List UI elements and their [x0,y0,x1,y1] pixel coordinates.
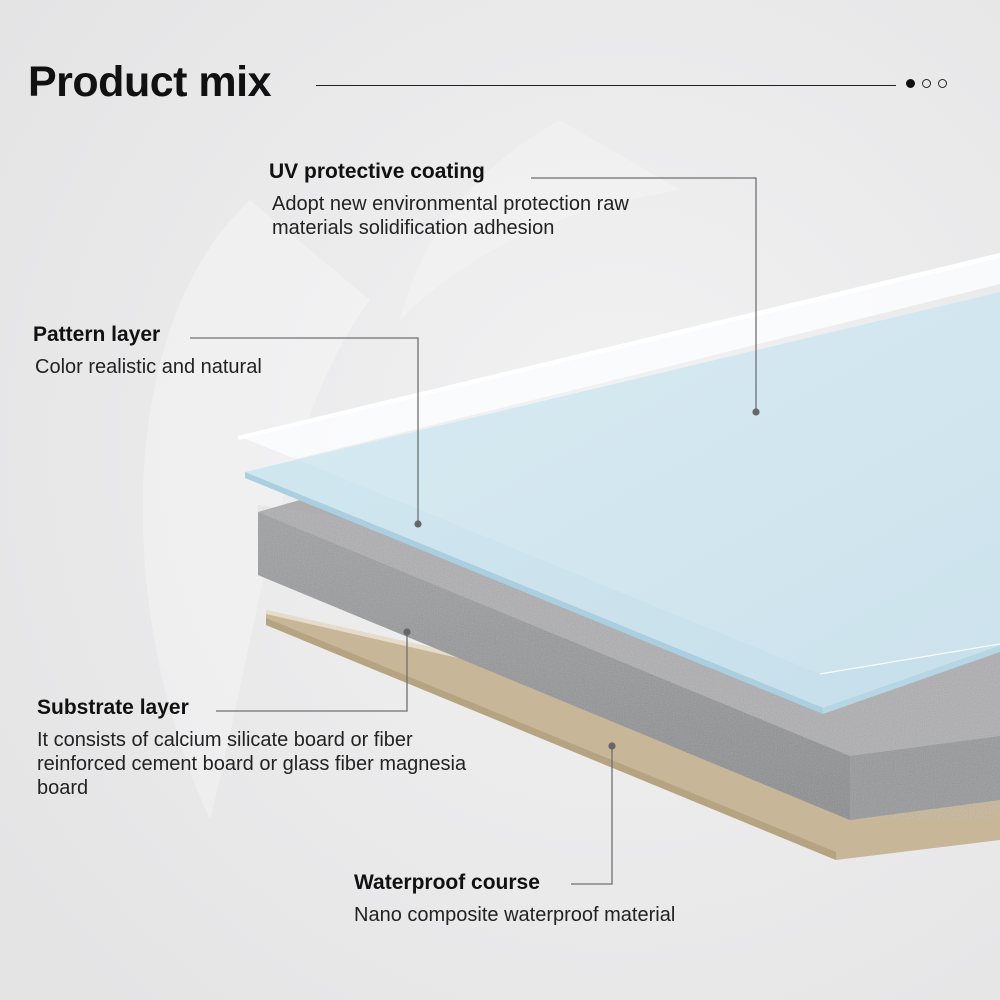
uv-coating-anchor-dot [752,408,760,416]
waterproof-course-leader-line [571,746,613,885]
substrate-layer-label: Substrate layer It consists of calcium s… [37,696,497,800]
uv-coating-heading: UV protective coating [269,160,485,183]
page-indicator-dot[interactable] [922,79,931,88]
waterproof-course-label: Waterproof course Nano composite waterpr… [354,871,774,927]
substrate-layer-description: It consists of calcium silicate board or… [37,729,467,799]
waterproof-course-front [266,618,836,860]
uv-coating-film-edge [819,643,1000,675]
pattern-layer-description: Color realistic and natural [35,356,262,378]
uv-coating-edge [238,253,1000,440]
page-indicator-dot[interactable] [938,79,947,88]
substrate-layer-anchor-dot [403,628,411,636]
page-title: Product mix [28,58,272,106]
page-indicator-dot[interactable] [906,79,915,88]
uv-coating-leader-line [531,177,757,412]
waterproof-course-description: Nano composite waterproof material [354,904,676,926]
uv-coating-film [296,292,1000,674]
substrate-layer-leader-line [216,632,408,712]
pattern-layer-heading: Pattern layer [33,323,161,346]
background-swoosh-decoration [400,120,680,320]
page-indicator [906,79,947,88]
pattern-layer-leader-line [190,337,419,524]
pattern-layer-edge [245,472,823,714]
waterproof-course-heading: Waterproof course [354,871,540,894]
header-divider [316,85,896,86]
uv-coating-label: UV protective coating Adopt new environm… [269,160,689,240]
pattern-layer-anchor-dot [414,520,422,528]
uv-coating-description: Adopt new environmental protection raw m… [272,193,629,239]
pattern-layer [245,292,1000,708]
substrate-layer-heading: Substrate layer [37,696,189,719]
pattern-layer-label: Pattern layer Color realistic and natura… [33,323,353,379]
background-swoosh-decoration [142,200,370,820]
pattern-layer-edge [823,646,1000,714]
uv-coating-layer [238,253,1000,459]
waterproof-course-anchor-dot [608,742,616,750]
